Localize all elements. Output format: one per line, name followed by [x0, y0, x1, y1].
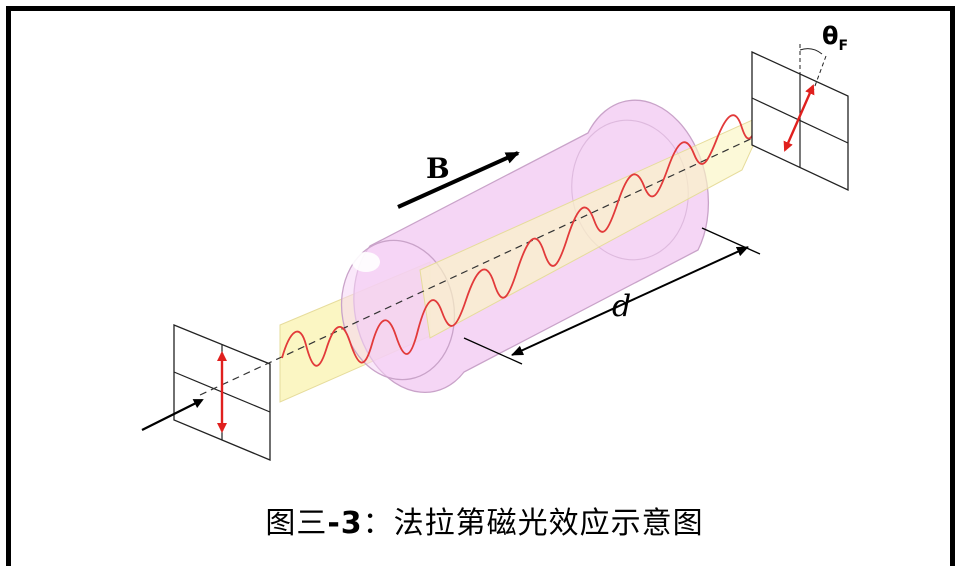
magnetic-field-label: B [426, 152, 450, 185]
figure-caption: 图三-3：法拉第磁光效应示意图 [0, 498, 969, 542]
polarization-plane-right [419, 111, 770, 339]
beam-axis [199, 102, 829, 396]
rotation-angle-label: θF [822, 22, 848, 54]
length-label: d [612, 289, 631, 324]
caption-title: 法拉第磁光效应示意图 [393, 506, 704, 541]
magnetic-field-arrow [397, 151, 520, 209]
output-polarization-arrow [783, 84, 815, 152]
length-dimension [463, 227, 761, 365]
caption-prefix: 图三 [265, 506, 328, 541]
caption-number: -3 [327, 506, 363, 541]
rotation-angle-symbol: θ [822, 22, 839, 50]
caption-separator: ： [362, 506, 394, 541]
incoming-light-arrow [141, 399, 204, 431]
rotation-angle-subscript: F [839, 38, 849, 54]
